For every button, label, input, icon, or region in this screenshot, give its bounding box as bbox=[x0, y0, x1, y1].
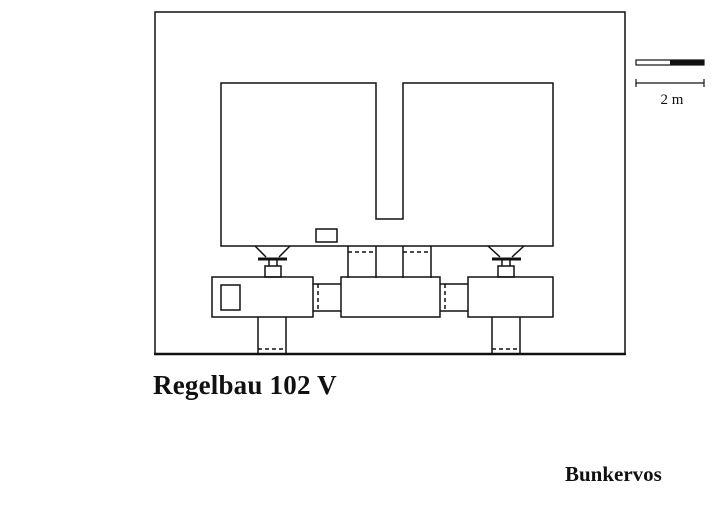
left-funnel bbox=[254, 245, 291, 278]
right-entrance bbox=[491, 317, 521, 354]
right-corridor bbox=[440, 283, 468, 312]
left-chamber-hatch bbox=[220, 284, 241, 311]
left-entrance bbox=[257, 317, 287, 354]
central-passages bbox=[347, 246, 432, 278]
center-chamber bbox=[340, 276, 441, 318]
credit-label: Bunkervos bbox=[565, 462, 662, 486]
plan-title: Regelbau 102 V bbox=[153, 370, 337, 400]
left-chamber bbox=[211, 276, 314, 318]
enclosure-outline bbox=[154, 11, 626, 354]
scale-label: 2 m bbox=[661, 92, 684, 108]
right-chamber bbox=[467, 276, 554, 318]
main-room bbox=[220, 82, 554, 247]
left-corridor bbox=[313, 283, 341, 312]
right-funnel bbox=[487, 245, 525, 278]
scale-bar: 2 m bbox=[635, 59, 705, 108]
room-hatch bbox=[315, 228, 338, 243]
